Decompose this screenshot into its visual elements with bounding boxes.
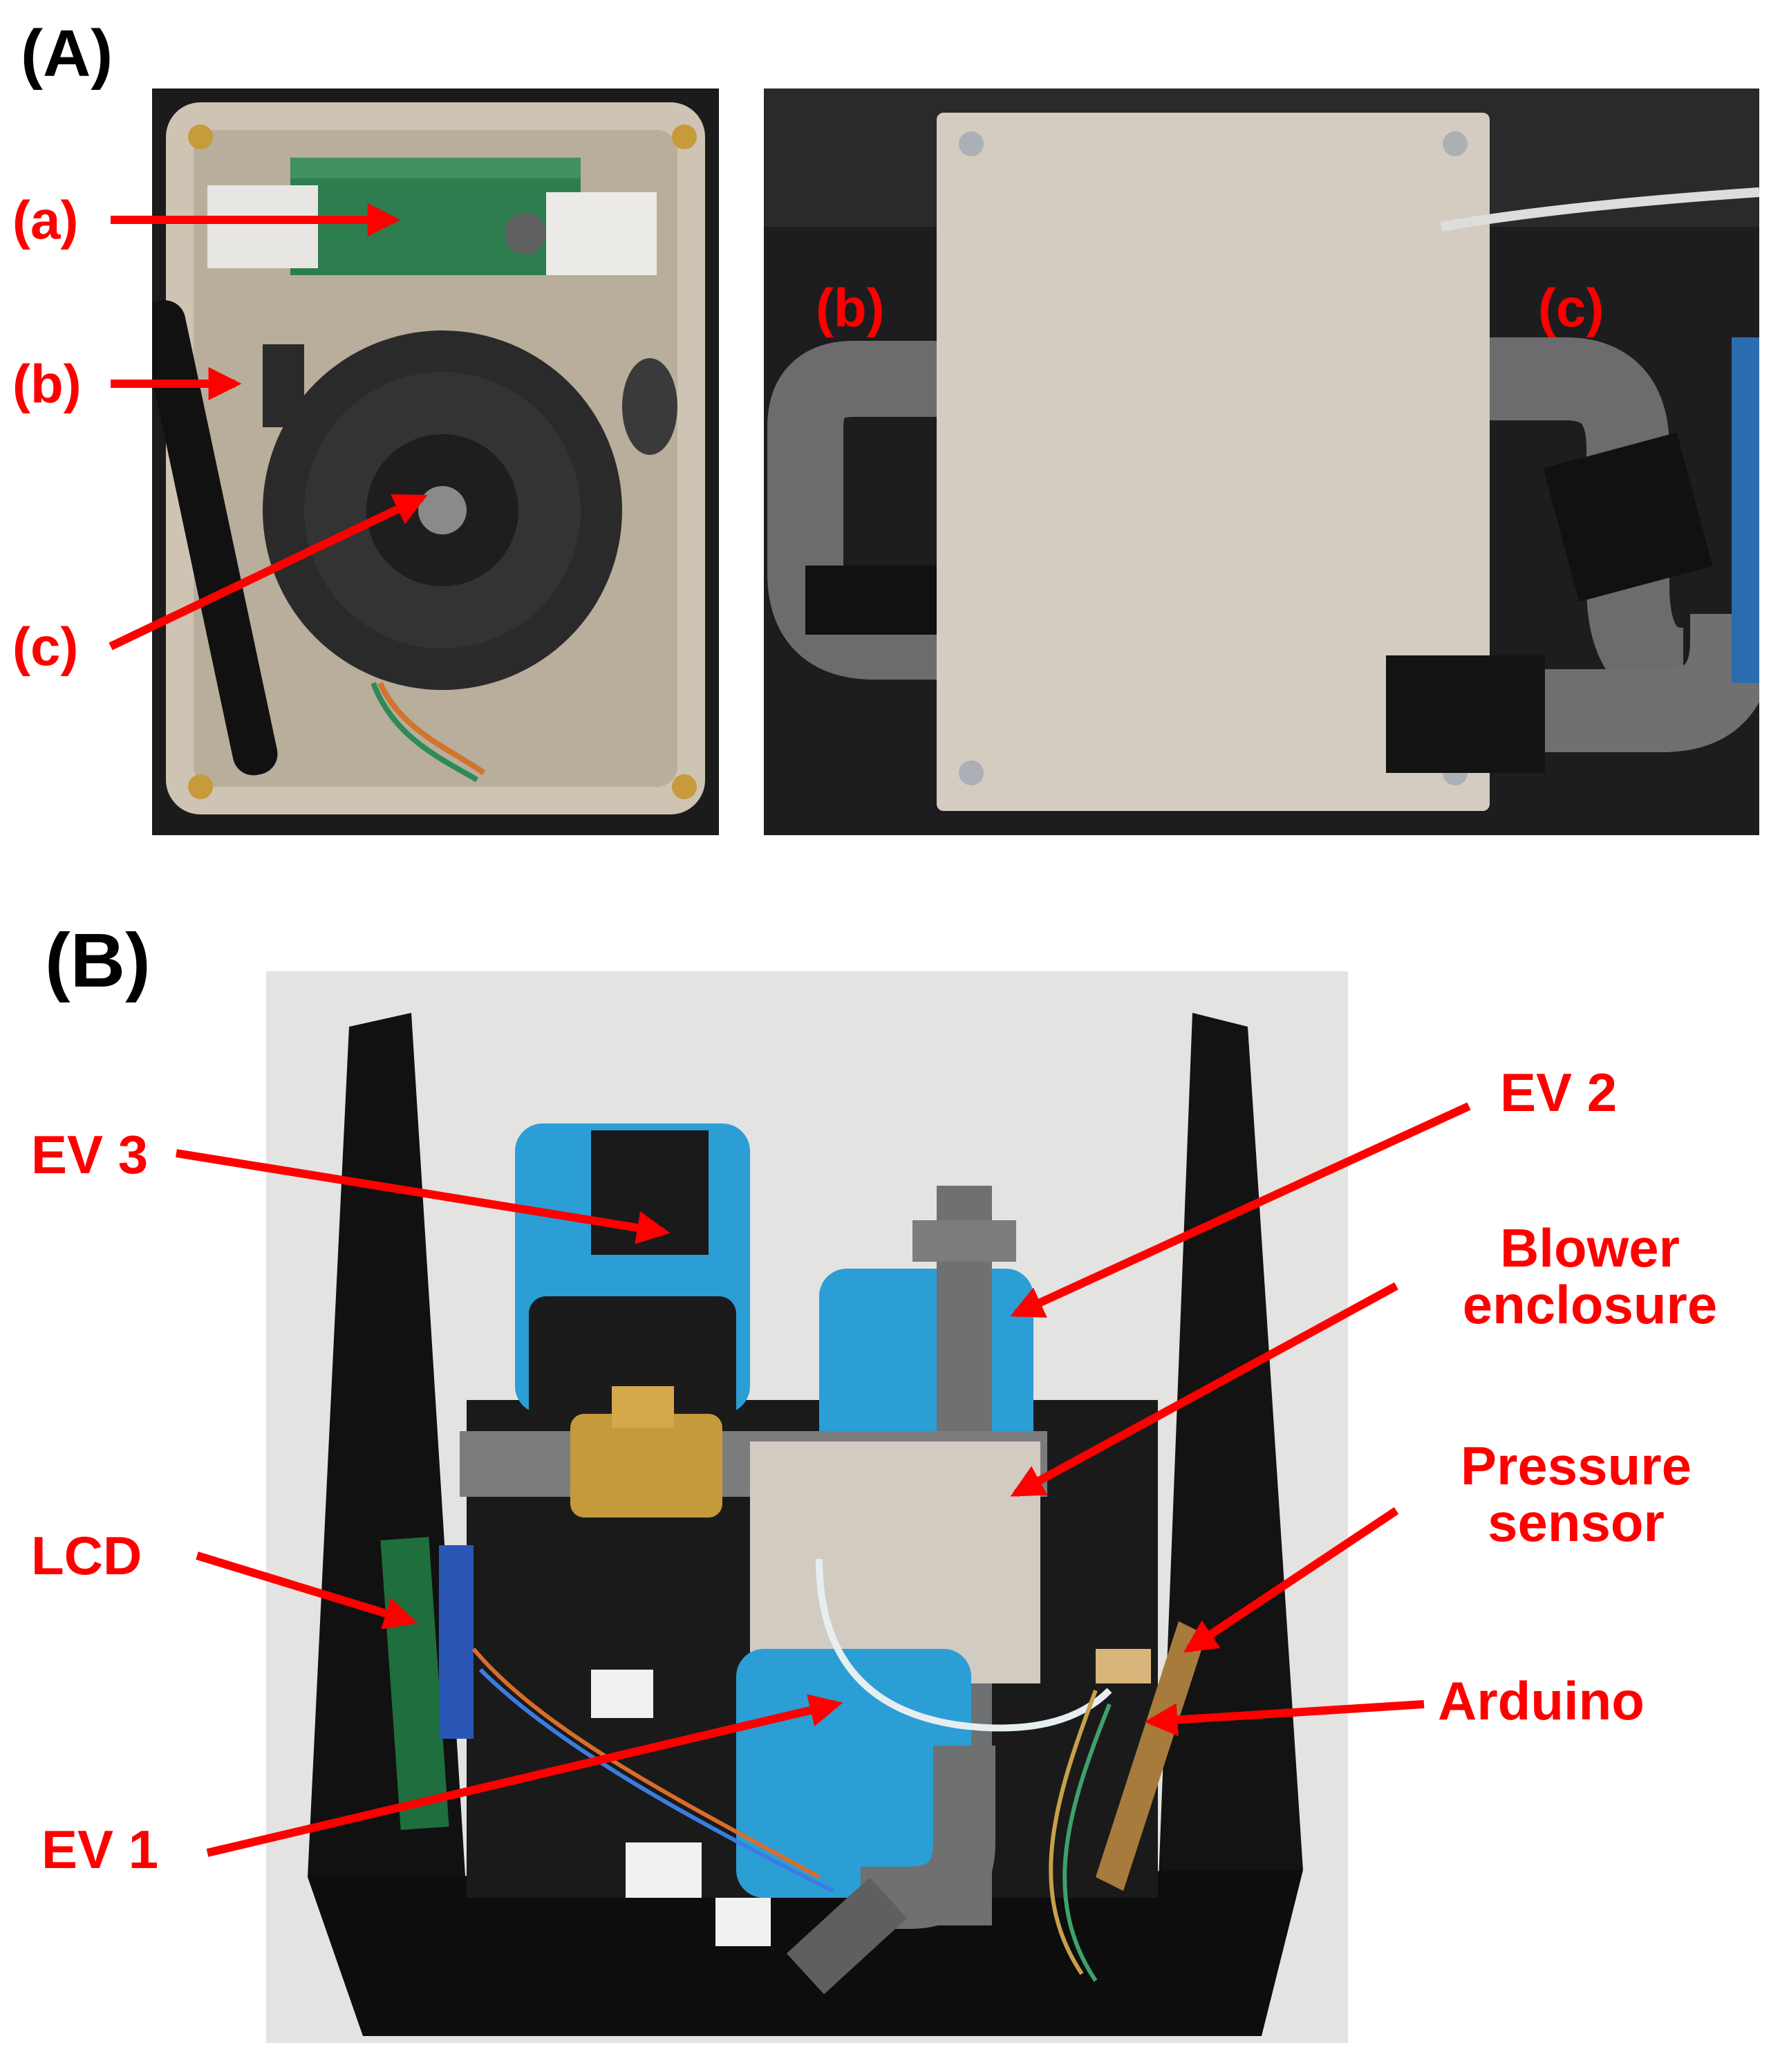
label-lcd: LCD (31, 1525, 142, 1586)
photo-device-overview (266, 971, 1348, 2043)
label-a-left-a: (a) (12, 189, 79, 250)
blower-enclosure-open-illustration (152, 88, 719, 835)
label-a-right-b: (b) (816, 277, 885, 338)
label-arduino: Arduino (1438, 1670, 1645, 1731)
label-ev3: EV 3 (31, 1124, 149, 1185)
label-blower-enclosure: Blower enclosure (1431, 1220, 1749, 1334)
label-blower-line2: enclosure (1462, 1273, 1718, 1335)
label-pressure-line1: Pressure (1461, 1435, 1692, 1496)
label-blower-line1: Blower (1499, 1217, 1680, 1278)
panel-b-title: (B) (45, 918, 151, 1003)
label-a-left-c: (c) (12, 616, 79, 677)
label-a-left-b: (b) (12, 353, 82, 414)
label-pressure-line2: sensor (1488, 1491, 1665, 1553)
blower-enclosure-closed-illustration (764, 88, 1759, 835)
panel-a-title: (A) (21, 17, 113, 91)
label-a-right-c: (c) (1538, 277, 1604, 338)
device-overview-illustration (266, 971, 1348, 2043)
label-ev1: EV 1 (41, 1819, 159, 1880)
label-ev2: EV 2 (1500, 1062, 1618, 1123)
photo-blower-enclosure-open (152, 88, 719, 835)
label-pressure-sensor: Pressure sensor (1403, 1435, 1749, 1553)
photo-blower-enclosure-closed (764, 88, 1759, 835)
